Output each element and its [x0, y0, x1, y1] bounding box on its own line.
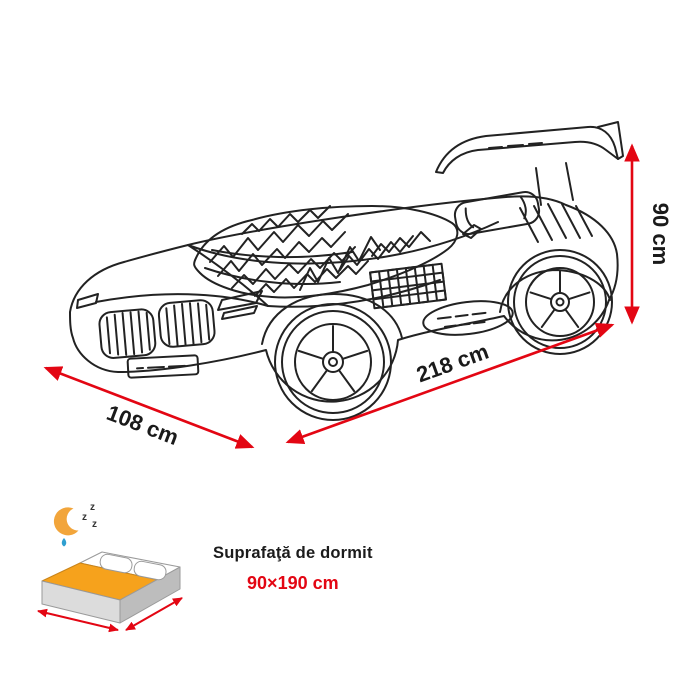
car-bed-drawing	[69, 121, 624, 421]
rear-wheel	[507, 249, 613, 355]
moon-zzz-icon: z z z	[53, 502, 97, 547]
zzz-letter: z	[92, 519, 97, 530]
racer-badge	[422, 300, 514, 336]
front-grille	[98, 299, 216, 359]
side-mirror	[462, 224, 482, 239]
mattress-drawing	[41, 551, 181, 624]
brake-caliper	[529, 269, 550, 286]
pillow	[453, 191, 541, 235]
sleeping-area-label: Suprafaţă de dormit	[213, 544, 373, 562]
zzz-letter: z	[90, 502, 95, 513]
sleeping-area-icon: z z z	[37, 502, 183, 633]
height-dimension-label: 90 cm	[648, 203, 673, 265]
zzz-letter: z	[82, 512, 87, 523]
car-body-outline	[69, 195, 619, 403]
headlights	[76, 290, 263, 320]
length-dimension: 218 cm	[285, 322, 615, 445]
sleeping-area-value: 90×190 cm	[247, 573, 339, 593]
width-dimension: 108 cm	[43, 366, 255, 450]
sleeping-area-text: Suprafaţă de dormit 90×190 cm	[213, 544, 373, 594]
pillows	[99, 553, 167, 581]
mattress-size-arrows	[37, 597, 183, 633]
length-dimension-label: 218 cm	[413, 339, 492, 388]
width-dimension-label: 108 cm	[103, 400, 182, 450]
spoiler	[435, 121, 624, 206]
checker-decal	[369, 262, 447, 310]
sleeping-area-info: z z z Suprafaţă de dormi	[28, 494, 373, 644]
height-dimension: 90 cm	[624, 143, 673, 325]
blanket-scribble	[193, 205, 459, 299]
car-bed-diagram: 90 cm 218 cm 108 cm	[43, 121, 673, 450]
